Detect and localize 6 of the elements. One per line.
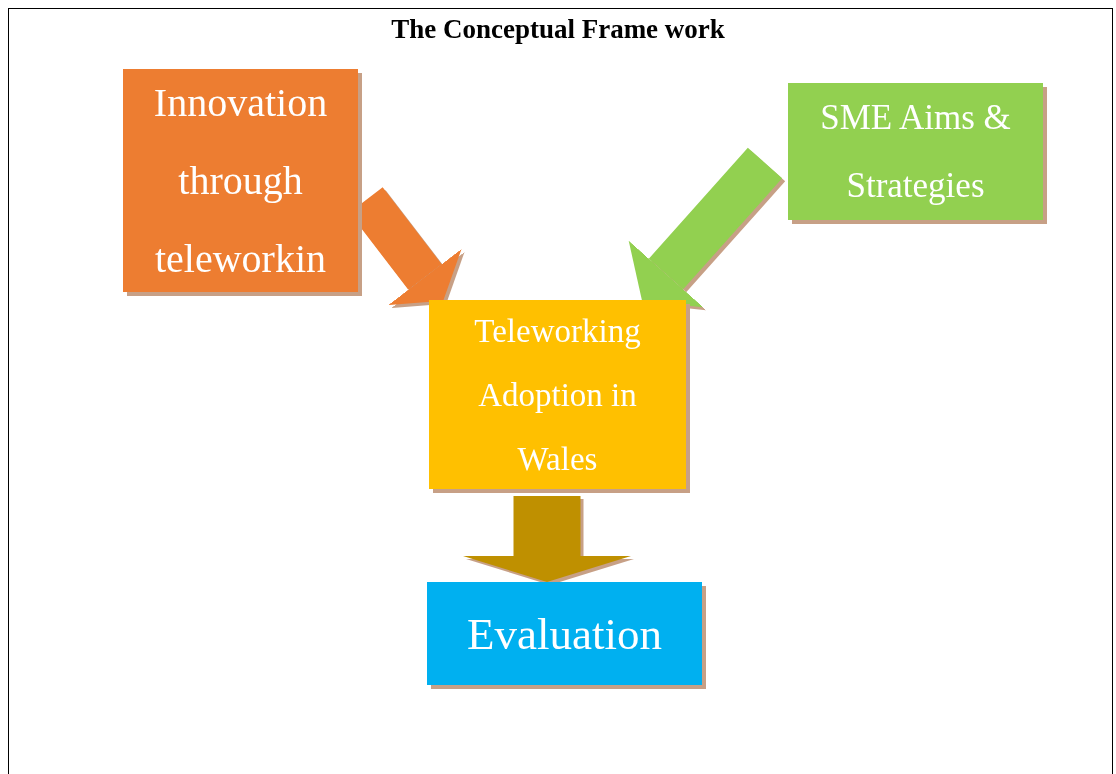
block-arrow: [463, 496, 631, 582]
box-label: Innovation through teleworkin: [152, 78, 329, 283]
box-label: Evaluation: [467, 607, 662, 661]
diagram-title: The Conceptual Frame work: [390, 14, 726, 45]
box-label: SME Aims & Strategies: [819, 96, 1012, 207]
box-label: Teleworking Adoption in Wales: [473, 311, 642, 479]
